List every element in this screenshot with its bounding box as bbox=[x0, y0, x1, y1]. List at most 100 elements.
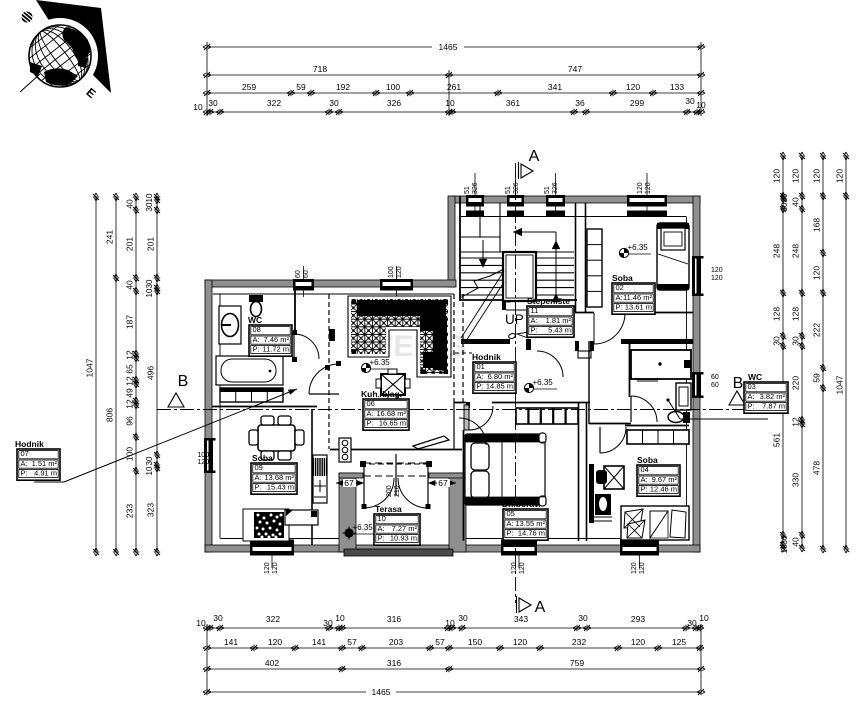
svg-text:248: 248 bbox=[772, 244, 782, 258]
svg-text:A:: A: bbox=[616, 293, 623, 302]
svg-text:59: 59 bbox=[812, 373, 822, 383]
svg-text:A:: A: bbox=[255, 473, 262, 482]
svg-text:120: 120 bbox=[812, 169, 822, 183]
svg-text:806: 806 bbox=[105, 408, 115, 422]
svg-text:322: 322 bbox=[266, 614, 280, 624]
svg-text:40: 40 bbox=[791, 197, 801, 207]
svg-text:A:: A: bbox=[748, 392, 755, 401]
svg-text:51: 51 bbox=[544, 186, 551, 194]
svg-text:06: 06 bbox=[367, 399, 375, 408]
svg-text:128: 128 bbox=[772, 307, 782, 321]
svg-text:125: 125 bbox=[672, 637, 686, 647]
svg-text:Kuh./blag.: Kuh./blag. bbox=[361, 389, 402, 399]
svg-text:P:: P: bbox=[507, 528, 514, 537]
svg-text:03: 03 bbox=[748, 382, 756, 391]
svg-text:1047: 1047 bbox=[85, 358, 95, 377]
svg-text:316: 316 bbox=[387, 614, 401, 624]
svg-text:561: 561 bbox=[772, 433, 782, 447]
svg-text:P:: P: bbox=[253, 344, 260, 353]
svg-text:Stepenište: Stepenište bbox=[527, 296, 570, 306]
svg-text:201: 201 bbox=[146, 237, 156, 251]
svg-text:11.72 m: 11.72 m bbox=[262, 344, 289, 353]
svg-text:30: 30 bbox=[329, 98, 339, 108]
svg-text:192: 192 bbox=[336, 82, 350, 92]
svg-text:718: 718 bbox=[313, 64, 327, 74]
svg-text:60: 60 bbox=[295, 270, 302, 278]
svg-text:1.81 m²: 1.81 m² bbox=[546, 316, 572, 325]
svg-text:120: 120 bbox=[791, 169, 801, 183]
svg-text:A: A bbox=[529, 148, 540, 165]
svg-text:Hodnik: Hodnik bbox=[472, 352, 501, 362]
svg-text:P:: P: bbox=[748, 401, 755, 410]
svg-text:9.67 m²: 9.67 m² bbox=[652, 475, 678, 484]
svg-text:+6.35: +6.35 bbox=[370, 358, 391, 367]
svg-text:261: 261 bbox=[447, 82, 461, 92]
svg-text:1047: 1047 bbox=[835, 375, 845, 394]
svg-text:51: 51 bbox=[464, 186, 471, 194]
svg-text:A:: A: bbox=[367, 409, 374, 418]
svg-text:100: 100 bbox=[125, 447, 135, 461]
svg-text:59: 59 bbox=[296, 82, 306, 92]
svg-text:10: 10 bbox=[445, 98, 455, 108]
svg-text:40: 40 bbox=[125, 199, 135, 209]
svg-text:10: 10 bbox=[196, 618, 206, 628]
svg-text:120: 120 bbox=[268, 637, 282, 647]
svg-text:02: 02 bbox=[616, 283, 624, 292]
svg-text:326: 326 bbox=[472, 182, 479, 194]
svg-text:299: 299 bbox=[630, 98, 644, 108]
svg-text:326: 326 bbox=[552, 182, 559, 194]
svg-text:759: 759 bbox=[570, 658, 584, 668]
svg-text:210: 210 bbox=[394, 485, 401, 497]
svg-text:36: 36 bbox=[575, 98, 585, 108]
svg-text:100: 100 bbox=[388, 266, 395, 278]
svg-text:10: 10 bbox=[378, 514, 386, 523]
svg-text:1465: 1465 bbox=[439, 42, 458, 52]
svg-text:A: A bbox=[535, 599, 546, 616]
svg-text:30: 30 bbox=[323, 618, 333, 628]
svg-text:326: 326 bbox=[513, 182, 520, 194]
svg-text:30: 30 bbox=[780, 202, 789, 211]
svg-text:30: 30 bbox=[145, 456, 154, 465]
svg-text:WC: WC bbox=[248, 315, 262, 325]
svg-text:30: 30 bbox=[208, 98, 218, 108]
svg-text:40: 40 bbox=[791, 537, 801, 547]
svg-text:05: 05 bbox=[507, 509, 515, 518]
svg-text:120: 120 bbox=[639, 562, 646, 574]
svg-text:200: 200 bbox=[386, 485, 393, 497]
svg-text:07: 07 bbox=[21, 449, 29, 458]
svg-text:30: 30 bbox=[145, 279, 154, 288]
svg-text:4.91 m: 4.91 m bbox=[34, 468, 57, 477]
svg-text:496: 496 bbox=[146, 366, 156, 380]
svg-text:120: 120 bbox=[772, 169, 782, 183]
svg-text:6.80 m²: 6.80 m² bbox=[488, 372, 514, 381]
svg-text:203: 203 bbox=[389, 637, 403, 647]
svg-text:10: 10 bbox=[145, 288, 154, 297]
svg-text:10: 10 bbox=[145, 466, 154, 475]
svg-text:09: 09 bbox=[255, 463, 263, 472]
svg-text:5.43 m: 5.43 m bbox=[548, 325, 571, 334]
svg-text:326: 326 bbox=[387, 98, 401, 108]
svg-text:16.65 m: 16.65 m bbox=[379, 418, 406, 427]
svg-text:150: 150 bbox=[468, 637, 482, 647]
svg-text:57: 57 bbox=[435, 637, 445, 647]
svg-text:12.46 m: 12.46 m bbox=[650, 484, 677, 493]
svg-text:A:: A: bbox=[253, 335, 260, 344]
svg-text:+6.35: +6.35 bbox=[628, 243, 649, 252]
svg-text:222: 222 bbox=[812, 323, 822, 337]
svg-text:293: 293 bbox=[631, 614, 645, 624]
svg-text:60: 60 bbox=[711, 374, 719, 381]
svg-text:316: 316 bbox=[387, 658, 401, 668]
svg-text:B: B bbox=[733, 375, 744, 392]
svg-text:10.93 m: 10.93 m bbox=[390, 533, 417, 542]
svg-text:100: 100 bbox=[386, 82, 400, 92]
svg-text:13.55 m²: 13.55 m² bbox=[515, 519, 545, 528]
svg-text:30: 30 bbox=[687, 618, 697, 628]
svg-text:P:: P: bbox=[477, 381, 484, 390]
svg-text:14.85 m: 14.85 m bbox=[486, 381, 513, 390]
svg-text:330: 330 bbox=[791, 473, 801, 487]
svg-text:12: 12 bbox=[125, 399, 135, 409]
svg-text:A:: A: bbox=[21, 459, 28, 468]
svg-text:P:: P: bbox=[255, 482, 262, 491]
svg-text:UP: UP bbox=[505, 312, 524, 327]
svg-text:Dn.borav.: Dn.borav. bbox=[502, 499, 541, 509]
